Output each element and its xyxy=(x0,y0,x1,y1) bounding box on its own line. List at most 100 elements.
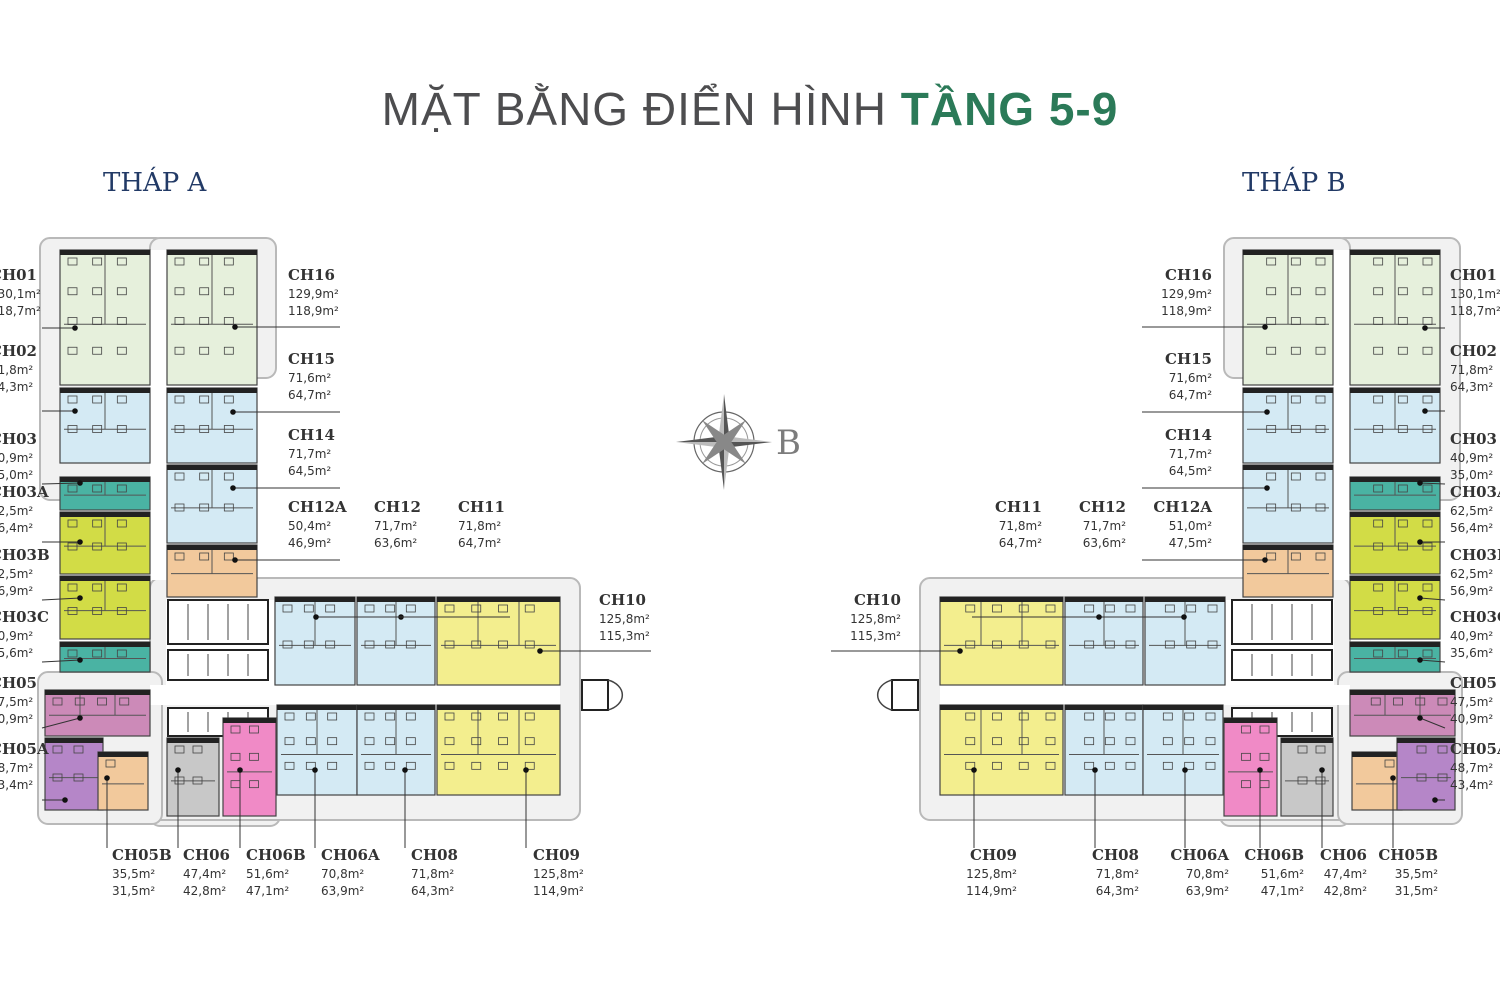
unit-ch06a[interactable] xyxy=(1142,704,1224,796)
net-area: 64,3m² xyxy=(0,380,33,394)
unit-ch12a[interactable] xyxy=(166,544,258,598)
net-area: 46,9m² xyxy=(288,536,331,550)
leader-line xyxy=(1182,767,1188,848)
net-area: 35,6m² xyxy=(1450,646,1493,660)
gross-area: 35,5m² xyxy=(1395,867,1438,881)
leader-line xyxy=(1092,767,1098,848)
gross-area: 40,9m² xyxy=(0,451,33,465)
unit-ch05[interactable] xyxy=(1349,689,1456,737)
unit-ch05a[interactable] xyxy=(1396,737,1456,811)
unit-ch10[interactable] xyxy=(939,596,1064,686)
unit-code: CH02 xyxy=(0,342,37,360)
leader-line xyxy=(537,648,651,654)
elevator-core xyxy=(1231,599,1333,645)
gross-area: 47,4m² xyxy=(183,867,226,881)
unit-ch09[interactable] xyxy=(436,704,561,796)
unit-ch09[interactable] xyxy=(939,704,1064,796)
unit-ch11[interactable] xyxy=(356,596,436,686)
unit-ch06b[interactable] xyxy=(1223,717,1278,817)
net-area: 31,5m² xyxy=(1395,884,1438,898)
leader-line xyxy=(41,715,83,729)
unit-code: CH15 xyxy=(288,350,335,368)
net-area: 42,8m² xyxy=(183,884,226,898)
leader-line xyxy=(1417,480,1446,486)
leader-line xyxy=(1390,775,1396,848)
gross-area: 71,8m² xyxy=(1096,867,1139,881)
gross-area: 71,6m² xyxy=(1169,371,1212,385)
unit-code: CH06A xyxy=(321,846,380,864)
unit-ch03a[interactable] xyxy=(1349,511,1441,575)
unit-ch10[interactable] xyxy=(436,596,561,686)
unit-ch06[interactable] xyxy=(166,737,220,817)
unit-ch05a[interactable] xyxy=(44,737,104,811)
unit-ch14[interactable] xyxy=(166,464,258,544)
page-title: MẶT BẰNG ĐIỂN HÌNH TẦNG 5-9 xyxy=(0,82,1500,136)
unit-ch15[interactable] xyxy=(166,387,258,464)
net-area: 64,7m² xyxy=(999,536,1042,550)
net-area: 64,3m² xyxy=(1450,380,1493,394)
unit-code: CH10 xyxy=(854,591,901,609)
unit-ch01[interactable] xyxy=(59,249,151,386)
unit-ch03[interactable] xyxy=(1349,476,1441,511)
unit-ch02[interactable] xyxy=(1349,387,1441,464)
unit-ch03a[interactable] xyxy=(59,511,151,575)
unit-ch03b[interactable] xyxy=(59,575,151,640)
unit-ch01[interactable] xyxy=(1349,249,1441,386)
unit-ch15[interactable] xyxy=(1242,387,1334,464)
leader-line xyxy=(1142,324,1268,330)
gross-area: 71,7m² xyxy=(1083,519,1126,533)
gross-area: 71,8m² xyxy=(0,363,33,377)
net-area: 118,7m² xyxy=(0,304,41,318)
unit-ch08[interactable] xyxy=(356,704,436,796)
unit-code: CH11 xyxy=(995,498,1042,516)
corridor xyxy=(150,685,560,705)
unit-ch16[interactable] xyxy=(1242,249,1334,386)
unit-ch08[interactable] xyxy=(1064,704,1144,796)
gross-area: 47,5m² xyxy=(0,695,33,709)
net-area: 115,3m² xyxy=(599,629,650,643)
unit-ch12a[interactable] xyxy=(1242,544,1334,598)
unit-ch05b[interactable] xyxy=(97,751,149,811)
gross-area: 40,9m² xyxy=(0,629,33,643)
leader-line xyxy=(1422,408,1445,414)
unit-ch03c[interactable] xyxy=(1349,641,1441,673)
unit-code: CH05 xyxy=(1450,674,1497,692)
leader-line xyxy=(230,485,340,491)
unit-ch03[interactable] xyxy=(59,476,151,511)
unit-ch12[interactable] xyxy=(1144,596,1226,686)
unit-ch12[interactable] xyxy=(274,596,356,686)
gross-area: 125,8m² xyxy=(966,867,1017,881)
unit-ch03b[interactable] xyxy=(1349,575,1441,640)
leader-line xyxy=(230,409,340,415)
tower-a-plan xyxy=(37,237,624,827)
gross-area: 47,4m² xyxy=(1324,867,1367,881)
gross-area: 62,5m² xyxy=(1450,504,1493,518)
unit-ch06[interactable] xyxy=(1280,737,1334,817)
unit-ch06b[interactable] xyxy=(222,717,277,817)
unit-ch16[interactable] xyxy=(166,249,258,386)
unit-ch14[interactable] xyxy=(1242,464,1334,544)
unit-code: CH06B xyxy=(246,846,306,864)
unit-ch05[interactable] xyxy=(44,689,151,737)
unit-ch11[interactable] xyxy=(1064,596,1144,686)
unit-ch05b[interactable] xyxy=(1351,751,1403,811)
gross-area: 71,8m² xyxy=(999,519,1042,533)
unit-code: CH06 xyxy=(183,846,230,864)
unit-ch03c[interactable] xyxy=(59,641,151,673)
gross-area: 70,8m² xyxy=(1186,867,1229,881)
unit-ch02[interactable] xyxy=(59,387,151,464)
gross-area: 129,9m² xyxy=(1161,287,1212,301)
unit-ch06a[interactable] xyxy=(276,704,358,796)
leader-line xyxy=(175,767,181,848)
